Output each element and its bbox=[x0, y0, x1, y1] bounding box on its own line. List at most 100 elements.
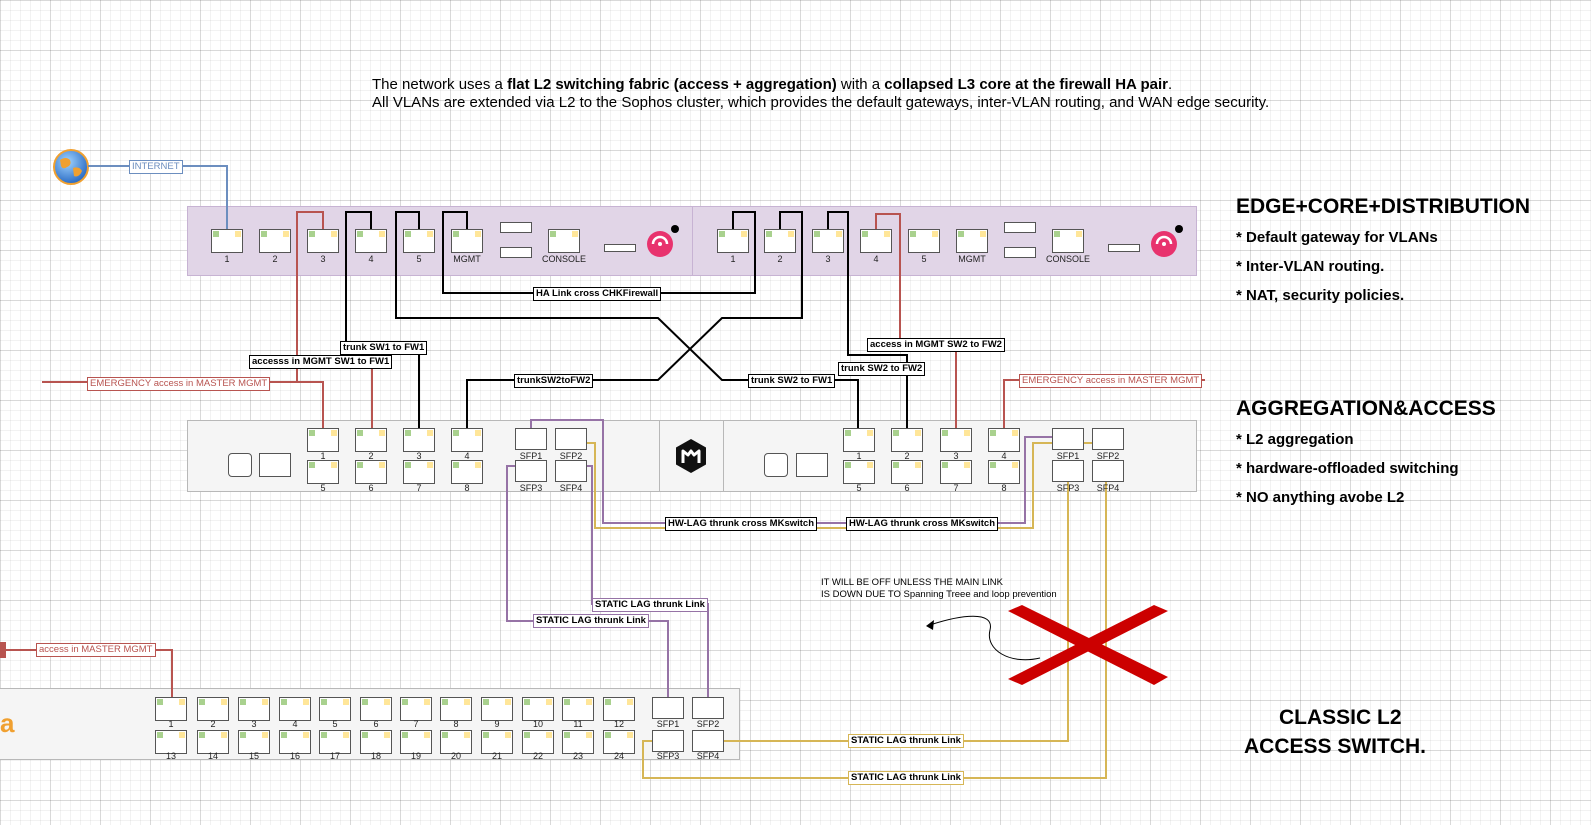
access-port-15-label: 15 bbox=[248, 751, 259, 761]
sw2-sfp-2[interactable] bbox=[1092, 428, 1124, 450]
trunk-sw2-fw2-label: trunk SW2 to FW2 bbox=[838, 362, 926, 376]
access-port-8[interactable] bbox=[440, 697, 472, 721]
fw1-port-1[interactable] bbox=[211, 229, 243, 253]
sw2-sfp-1[interactable] bbox=[1052, 428, 1084, 450]
sw1-port-8-label: 8 bbox=[464, 483, 470, 493]
access-port-16-label: 16 bbox=[289, 751, 300, 761]
access-port-2[interactable] bbox=[197, 697, 229, 721]
access-port-19[interactable] bbox=[400, 730, 432, 754]
access-port-6[interactable] bbox=[360, 697, 392, 721]
fw1-port-console[interactable] bbox=[548, 229, 580, 253]
access-port-23-label: 23 bbox=[572, 751, 583, 761]
fw1-port-mgmt[interactable] bbox=[451, 229, 483, 253]
fw2-port-mgmt-label: MGMT bbox=[958, 254, 986, 264]
fw2-port-2[interactable] bbox=[764, 229, 796, 253]
sw2-port-8-label: 8 bbox=[1001, 483, 1007, 493]
fw1-port-4[interactable] bbox=[355, 229, 387, 253]
trunk-sw1-fw1-label: trunk SW1 to FW1 bbox=[340, 341, 428, 355]
sw2-port-7[interactable] bbox=[940, 460, 972, 484]
sw1-sfp-2[interactable] bbox=[555, 428, 587, 450]
access-port-24[interactable] bbox=[603, 730, 635, 754]
sw2-port-3[interactable] bbox=[940, 428, 972, 452]
fw2-port-5[interactable] bbox=[908, 229, 940, 253]
fw1-port-2[interactable] bbox=[259, 229, 291, 253]
fw1-status-bar bbox=[604, 244, 636, 252]
access-port-22[interactable] bbox=[522, 730, 554, 754]
sw1-port-2-label: 2 bbox=[368, 451, 374, 461]
sw2-sfp-4[interactable] bbox=[1092, 460, 1124, 482]
sw1-sfp-4-label: SFP4 bbox=[559, 483, 583, 493]
emergency-right-label: EMERGENCY access in MASTER MGMT bbox=[1019, 374, 1203, 388]
fw2-port-mgmt[interactable] bbox=[956, 229, 988, 253]
fw1-port-3-label: 3 bbox=[320, 254, 326, 264]
sw1-console-port[interactable] bbox=[259, 453, 291, 477]
sw2-port-2[interactable] bbox=[891, 428, 923, 452]
sw2-port-4[interactable] bbox=[988, 428, 1020, 452]
desc-text-2: with a bbox=[836, 76, 885, 93]
fw2-port-console[interactable] bbox=[1052, 229, 1084, 253]
sw1-port-7[interactable] bbox=[403, 460, 435, 484]
sw1-sfp-1-label: SFP1 bbox=[519, 451, 543, 461]
fw2-port-3[interactable] bbox=[812, 229, 844, 253]
sw2-port-5[interactable] bbox=[843, 460, 875, 484]
access-port-16[interactable] bbox=[279, 730, 311, 754]
access-port-10[interactable] bbox=[522, 697, 554, 721]
access-port-21[interactable] bbox=[481, 730, 513, 754]
sw1-sfp-3[interactable] bbox=[515, 460, 547, 482]
access-port-12[interactable] bbox=[603, 697, 635, 721]
fw2-slot-1[interactable] bbox=[1004, 222, 1036, 233]
sw2-port-1[interactable] bbox=[843, 428, 875, 452]
fw1-slot-1[interactable] bbox=[500, 222, 532, 233]
sw1-port-5[interactable] bbox=[307, 460, 339, 484]
internet-link-label: INTERNET bbox=[129, 160, 183, 174]
access-port-20[interactable] bbox=[440, 730, 472, 754]
sw1-port-2[interactable] bbox=[355, 428, 387, 452]
access-sfp-2[interactable] bbox=[692, 697, 724, 719]
access-port-4[interactable] bbox=[279, 697, 311, 721]
access-port-14[interactable] bbox=[197, 730, 229, 754]
access-sfp-4[interactable] bbox=[692, 730, 724, 752]
access-port-7[interactable] bbox=[400, 697, 432, 721]
access-port-1[interactable] bbox=[155, 697, 187, 721]
sw2-console-port[interactable] bbox=[796, 453, 828, 477]
access-port-9[interactable] bbox=[481, 697, 513, 721]
fw1-port-3[interactable] bbox=[307, 229, 339, 253]
access-port-13[interactable] bbox=[155, 730, 187, 754]
access-port-5[interactable] bbox=[319, 697, 351, 721]
access-port-11[interactable] bbox=[562, 697, 594, 721]
sw1-port-4[interactable] bbox=[451, 428, 483, 452]
sw2-sfp-3[interactable] bbox=[1052, 460, 1084, 482]
access-port-15[interactable] bbox=[238, 730, 270, 754]
fw2-port-1-label: 1 bbox=[730, 254, 736, 264]
access-port-18[interactable] bbox=[360, 730, 392, 754]
sw2-port-6[interactable] bbox=[891, 460, 923, 484]
sw1-port-8[interactable] bbox=[451, 460, 483, 484]
static-lag-label-1: STATIC LAG thrunk Link bbox=[592, 598, 708, 612]
access-port-17[interactable] bbox=[319, 730, 351, 754]
fw2-slot-2[interactable] bbox=[1004, 247, 1036, 258]
static-lag-label-3: STATIC LAG thrunk Link bbox=[848, 734, 964, 748]
access-port-3[interactable] bbox=[238, 697, 270, 721]
sw1-sfp-4[interactable] bbox=[555, 460, 587, 482]
access-port-19-label: 19 bbox=[410, 751, 421, 761]
access-sfp-1[interactable] bbox=[652, 697, 684, 719]
sw1-port-1[interactable] bbox=[307, 428, 339, 452]
fw2-port-1[interactable] bbox=[717, 229, 749, 253]
access-port-23[interactable] bbox=[562, 730, 594, 754]
fw2-port-4[interactable] bbox=[860, 229, 892, 253]
access-brand-icon: a bbox=[0, 708, 15, 738]
sw2-port-8[interactable] bbox=[988, 460, 1020, 484]
desc-bold-2: collapsed L3 core at the firewall HA pai… bbox=[884, 76, 1168, 93]
access-port-2-label: 2 bbox=[210, 719, 216, 729]
fw1-port-5-label: 5 bbox=[416, 254, 422, 264]
fw1-port-5[interactable] bbox=[403, 229, 435, 253]
edge-bullet-1: * Default gateway for VLANs bbox=[1236, 229, 1438, 246]
globe-icon bbox=[52, 148, 90, 186]
sw1-port-6-label: 6 bbox=[368, 483, 374, 493]
sw1-port-3[interactable] bbox=[403, 428, 435, 452]
fw1-slot-2[interactable] bbox=[500, 247, 532, 258]
access-sfp-3[interactable] bbox=[652, 730, 684, 752]
sw1-port-6[interactable] bbox=[355, 460, 387, 484]
desc-text-1: The network uses a bbox=[372, 76, 508, 93]
sw1-sfp-1[interactable] bbox=[515, 428, 547, 450]
